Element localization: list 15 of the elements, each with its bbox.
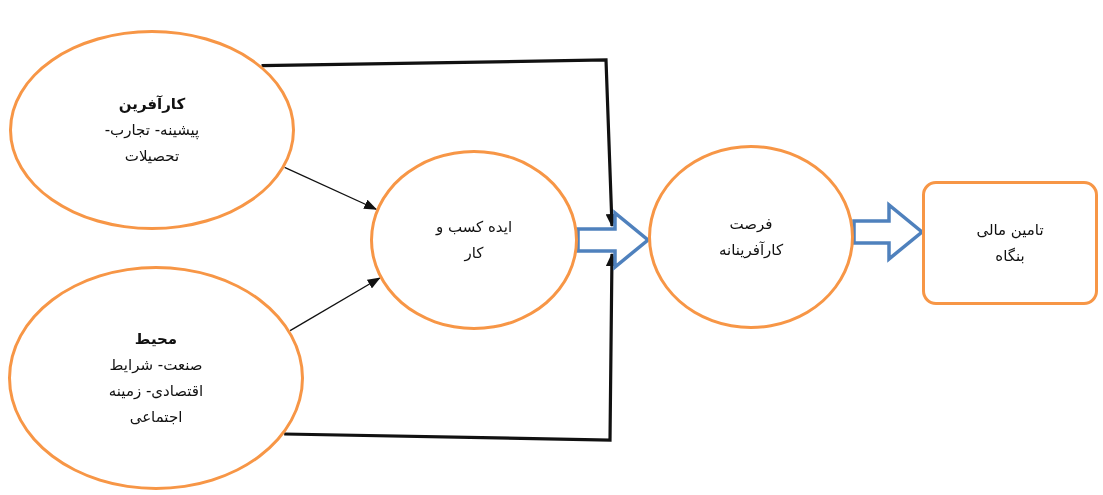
ellipse-node bbox=[9, 30, 295, 230]
block-arrow bbox=[852, 201, 925, 263]
ellipse-node bbox=[370, 150, 578, 330]
node-text: ایده کسب و کار bbox=[434, 217, 514, 264]
node-title: محیط bbox=[133, 329, 179, 350]
arrow bbox=[283, 166, 378, 210]
node-text: فرصت کارآفرینانه bbox=[717, 214, 785, 261]
ellipse-node bbox=[8, 266, 304, 490]
node-text: تامین مالی بنگاه bbox=[975, 220, 1045, 267]
node-title: کارآفرین bbox=[117, 94, 187, 115]
node-text: صنعت- شرایط اقتصادی- زمینه اجتماعی bbox=[107, 355, 205, 428]
rounded-box bbox=[922, 181, 1098, 305]
arrow bbox=[289, 277, 381, 332]
circle-node bbox=[648, 145, 854, 329]
node-text: پیشینه- تجارب- تحصیلات bbox=[103, 120, 201, 167]
